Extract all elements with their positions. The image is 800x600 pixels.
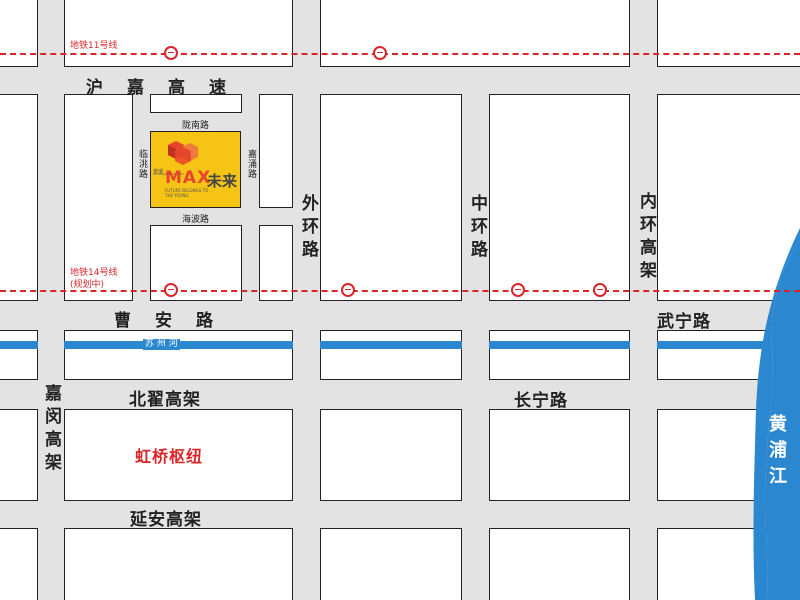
city-block	[320, 0, 630, 67]
metro-line-14	[0, 290, 800, 292]
metro-line-11-label: 地铁11号线	[70, 41, 118, 51]
city-block	[0, 330, 38, 380]
city-block	[150, 225, 242, 301]
city-block	[259, 94, 293, 208]
suzhou-river	[657, 341, 767, 349]
project-marker: 景瑞 CHANGJIN PROPERTY MAX 未来 FUTURE BELON…	[150, 131, 241, 208]
city-block	[64, 528, 293, 600]
metro-station-icon	[164, 46, 178, 60]
road-label-beidi: 北翟高架	[129, 390, 201, 410]
road-label-zhonghuan: 中环路	[467, 194, 487, 263]
city-block	[320, 94, 462, 301]
metro-station-icon	[341, 283, 355, 297]
road-label-longnan: 陇南路	[182, 121, 210, 131]
city-block	[320, 330, 462, 380]
project-slogan-1: FUTURE BELONGS TO	[165, 188, 209, 193]
city-block	[64, 330, 293, 380]
huangpu-river-label: 黄浦江	[766, 414, 787, 492]
city-block	[64, 94, 133, 301]
project-developer-label: 景瑞	[153, 169, 164, 175]
project-name-latin: MAX	[165, 168, 212, 188]
city-block	[64, 409, 293, 501]
project-slogan-2: THE YOUNG	[165, 193, 189, 198]
road-label-haibo: 海波路	[182, 215, 210, 225]
city-block	[657, 0, 800, 67]
city-block	[259, 225, 293, 301]
road-label-hujia: 沪嘉高速	[86, 78, 250, 98]
metro-line-11	[0, 53, 800, 55]
city-block	[0, 409, 38, 501]
landmark-hongqiao: 虹桥枢纽	[135, 447, 204, 466]
metro-station-icon	[511, 283, 525, 297]
city-block	[0, 0, 38, 67]
city-block	[489, 409, 630, 501]
metro-line-14-note: (规划中)	[70, 280, 105, 290]
road-label-caoan: 曹安路	[114, 311, 237, 331]
road-label-waihuan: 外环路	[298, 194, 318, 263]
suzhou-river	[489, 341, 630, 349]
suzhou-river-label: 苏 州 河	[143, 339, 180, 350]
city-block	[150, 94, 242, 113]
metro-station-icon	[373, 46, 387, 60]
suzhou-river	[0, 341, 38, 349]
city-block	[489, 528, 630, 600]
project-developer-en-label: CHANGJIN PROPERTY	[153, 172, 185, 176]
road-label-wuning: 武宁路	[657, 312, 711, 332]
road-label-neihuan: 内环高架	[636, 192, 656, 284]
project-name-cn: 未来	[207, 172, 238, 190]
city-block	[657, 94, 800, 301]
city-block	[0, 528, 38, 600]
road-label-jiamin: 嘉闵高架	[41, 384, 61, 476]
metro-line-14-label: 地铁14号线	[70, 268, 118, 278]
project-cube-logo-icon	[168, 141, 198, 165]
city-block	[320, 409, 462, 501]
city-block	[489, 330, 630, 380]
road-label-jiayong: 嘉涌路	[246, 149, 256, 179]
suzhou-river	[320, 341, 462, 349]
city-block	[64, 0, 293, 67]
road-label-lintao: 临洮路	[137, 149, 147, 179]
road-label-yanan: 延安高架	[130, 510, 202, 530]
city-block	[320, 528, 462, 600]
city-block	[0, 94, 38, 301]
road-label-changning: 长宁路	[514, 391, 568, 411]
metro-station-icon	[164, 283, 178, 297]
city-block	[489, 94, 630, 301]
metro-station-icon	[593, 283, 607, 297]
